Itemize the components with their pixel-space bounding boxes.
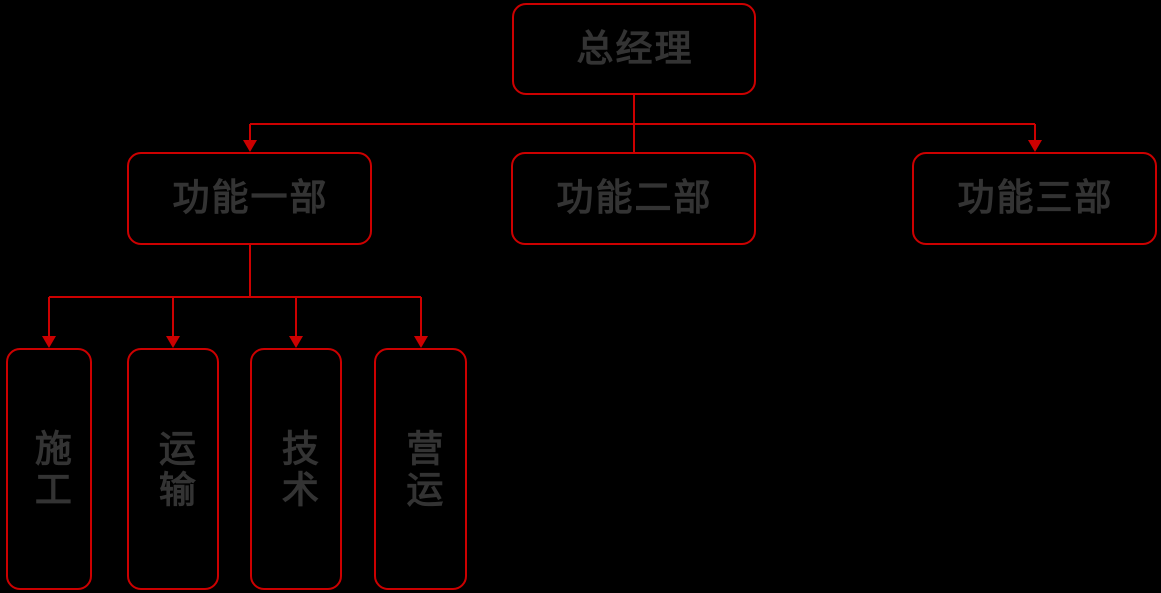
node-label: 功能二部	[556, 176, 713, 220]
arrow-down-icon	[42, 336, 56, 348]
node-label: 功能一部	[172, 176, 329, 220]
node-label: 运输	[152, 429, 196, 511]
node-label: 施工	[28, 429, 72, 511]
node-label: 功能三部	[957, 176, 1114, 220]
node-operations: 营运	[374, 348, 467, 590]
arrow-down-icon	[289, 336, 303, 348]
node-construction: 施工	[6, 348, 92, 590]
arrow-down-icon	[1028, 140, 1042, 152]
node-transportation: 运输	[127, 348, 219, 590]
arrow-down-icon	[166, 336, 180, 348]
node-general-manager: 总经理	[512, 3, 756, 95]
node-label: 技术	[275, 429, 319, 511]
node-function-dept-3: 功能三部	[912, 152, 1157, 245]
node-label: 总经理	[576, 26, 694, 70]
node-technology: 技术	[250, 348, 342, 590]
node-function-dept-1: 功能一部	[127, 152, 372, 245]
node-label: 营运	[399, 429, 443, 511]
arrow-down-icon	[414, 336, 428, 348]
arrow-down-icon	[243, 140, 257, 152]
node-function-dept-2: 功能二部	[511, 152, 756, 245]
